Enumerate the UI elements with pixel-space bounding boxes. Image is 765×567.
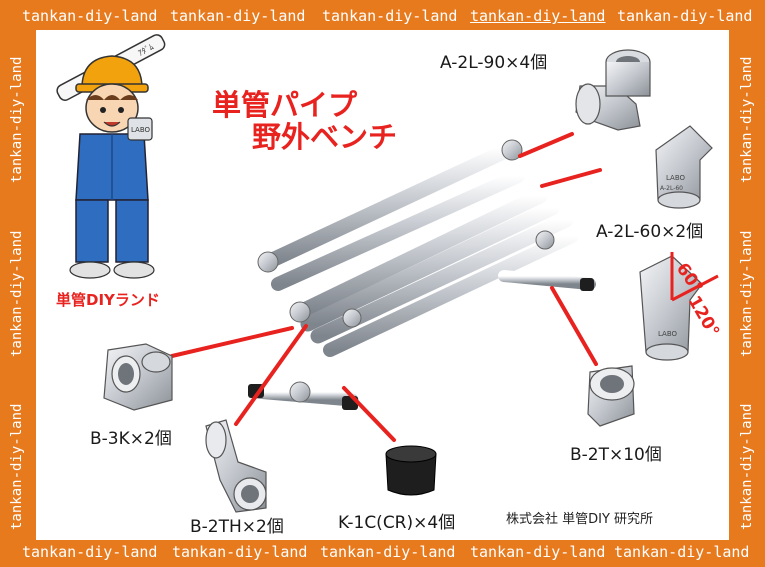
part-label-b2t: B-2T×10個 bbox=[570, 445, 662, 465]
bench-foot-rear bbox=[498, 270, 596, 290]
fitting-a2l60-labo: LABO bbox=[666, 174, 686, 182]
callout-b2t bbox=[550, 286, 598, 366]
bench-seat-rail-1 bbox=[292, 188, 548, 320]
part-label-a2l90: A-2L-90×4個 bbox=[440, 53, 548, 73]
fitting-k1c-icon bbox=[385, 445, 437, 496]
fitting-a2l60-code: A-2L-60 bbox=[660, 185, 683, 192]
watermark-bottom-4: tankan-diy-land bbox=[470, 543, 606, 561]
part-label-a2l60: A-2L-60×2個 bbox=[596, 222, 704, 242]
page-title-line-1: 単管パイプ bbox=[212, 88, 358, 122]
hardhat-icon bbox=[81, 55, 143, 89]
fitting-b2t-icon bbox=[587, 365, 635, 427]
watermark-bottom-2: tankan-diy-land bbox=[172, 543, 308, 561]
company-name: 株式会社 単管DIY 研究所 bbox=[506, 512, 654, 527]
watermark-bottom-5: tankan-diy-land bbox=[614, 543, 750, 561]
angle-line-diagonal bbox=[671, 274, 719, 302]
fitting-angle-diagram: 60° 120° LABO bbox=[639, 252, 723, 361]
part-label-b2th: B-2TH×2個 bbox=[190, 517, 284, 537]
mascot-illustration: ｱﾀﾞﾑ LABO bbox=[56, 34, 166, 279]
callout-k1c bbox=[342, 386, 396, 442]
part-label-k1c: K-1C(CR)×4個 bbox=[338, 513, 456, 533]
callout-b3k bbox=[170, 326, 294, 358]
callout-a2l60 bbox=[540, 168, 602, 188]
bench-illustration bbox=[248, 139, 596, 410]
watermark-top-5: tankan-diy-land bbox=[617, 7, 753, 25]
mascot-cup bbox=[127, 117, 153, 141]
watermark-bottom-1: tankan-diy-land bbox=[22, 543, 158, 561]
bench-seat-rail-2 bbox=[300, 200, 560, 332]
fitting-angle-labo: LABO bbox=[658, 330, 678, 338]
bench-seat-rail-4 bbox=[323, 229, 579, 357]
watermark-bottom-3: tankan-diy-land bbox=[320, 543, 456, 561]
bench-back-rail-bottom bbox=[271, 169, 525, 291]
fitting-b2th-icon bbox=[205, 419, 267, 513]
watermark-top-3: tankan-diy-land bbox=[322, 7, 458, 25]
mascot-cup-text: LABO bbox=[131, 126, 151, 134]
watermark-top-4: tankan-diy-land bbox=[470, 7, 606, 25]
fitting-a2l90-icon bbox=[575, 49, 651, 131]
watermark-top-1: tankan-diy-land bbox=[22, 7, 158, 25]
brand-name: 単管DIYランド bbox=[56, 291, 160, 309]
fitting-b3k-icon bbox=[103, 343, 173, 411]
callout-b2th bbox=[234, 324, 308, 426]
page-title-line-2: 野外ベンチ bbox=[252, 120, 398, 154]
fitting-a2l60-icon: LABO A-2L-60 bbox=[655, 125, 713, 209]
callout-lines bbox=[170, 132, 602, 442]
watermark-top-2: tankan-diy-land bbox=[170, 7, 306, 25]
part-label-b3k: B-3K×2個 bbox=[90, 429, 172, 449]
callout-a2l90 bbox=[518, 132, 574, 158]
bench-back-rail-top bbox=[260, 140, 520, 270]
